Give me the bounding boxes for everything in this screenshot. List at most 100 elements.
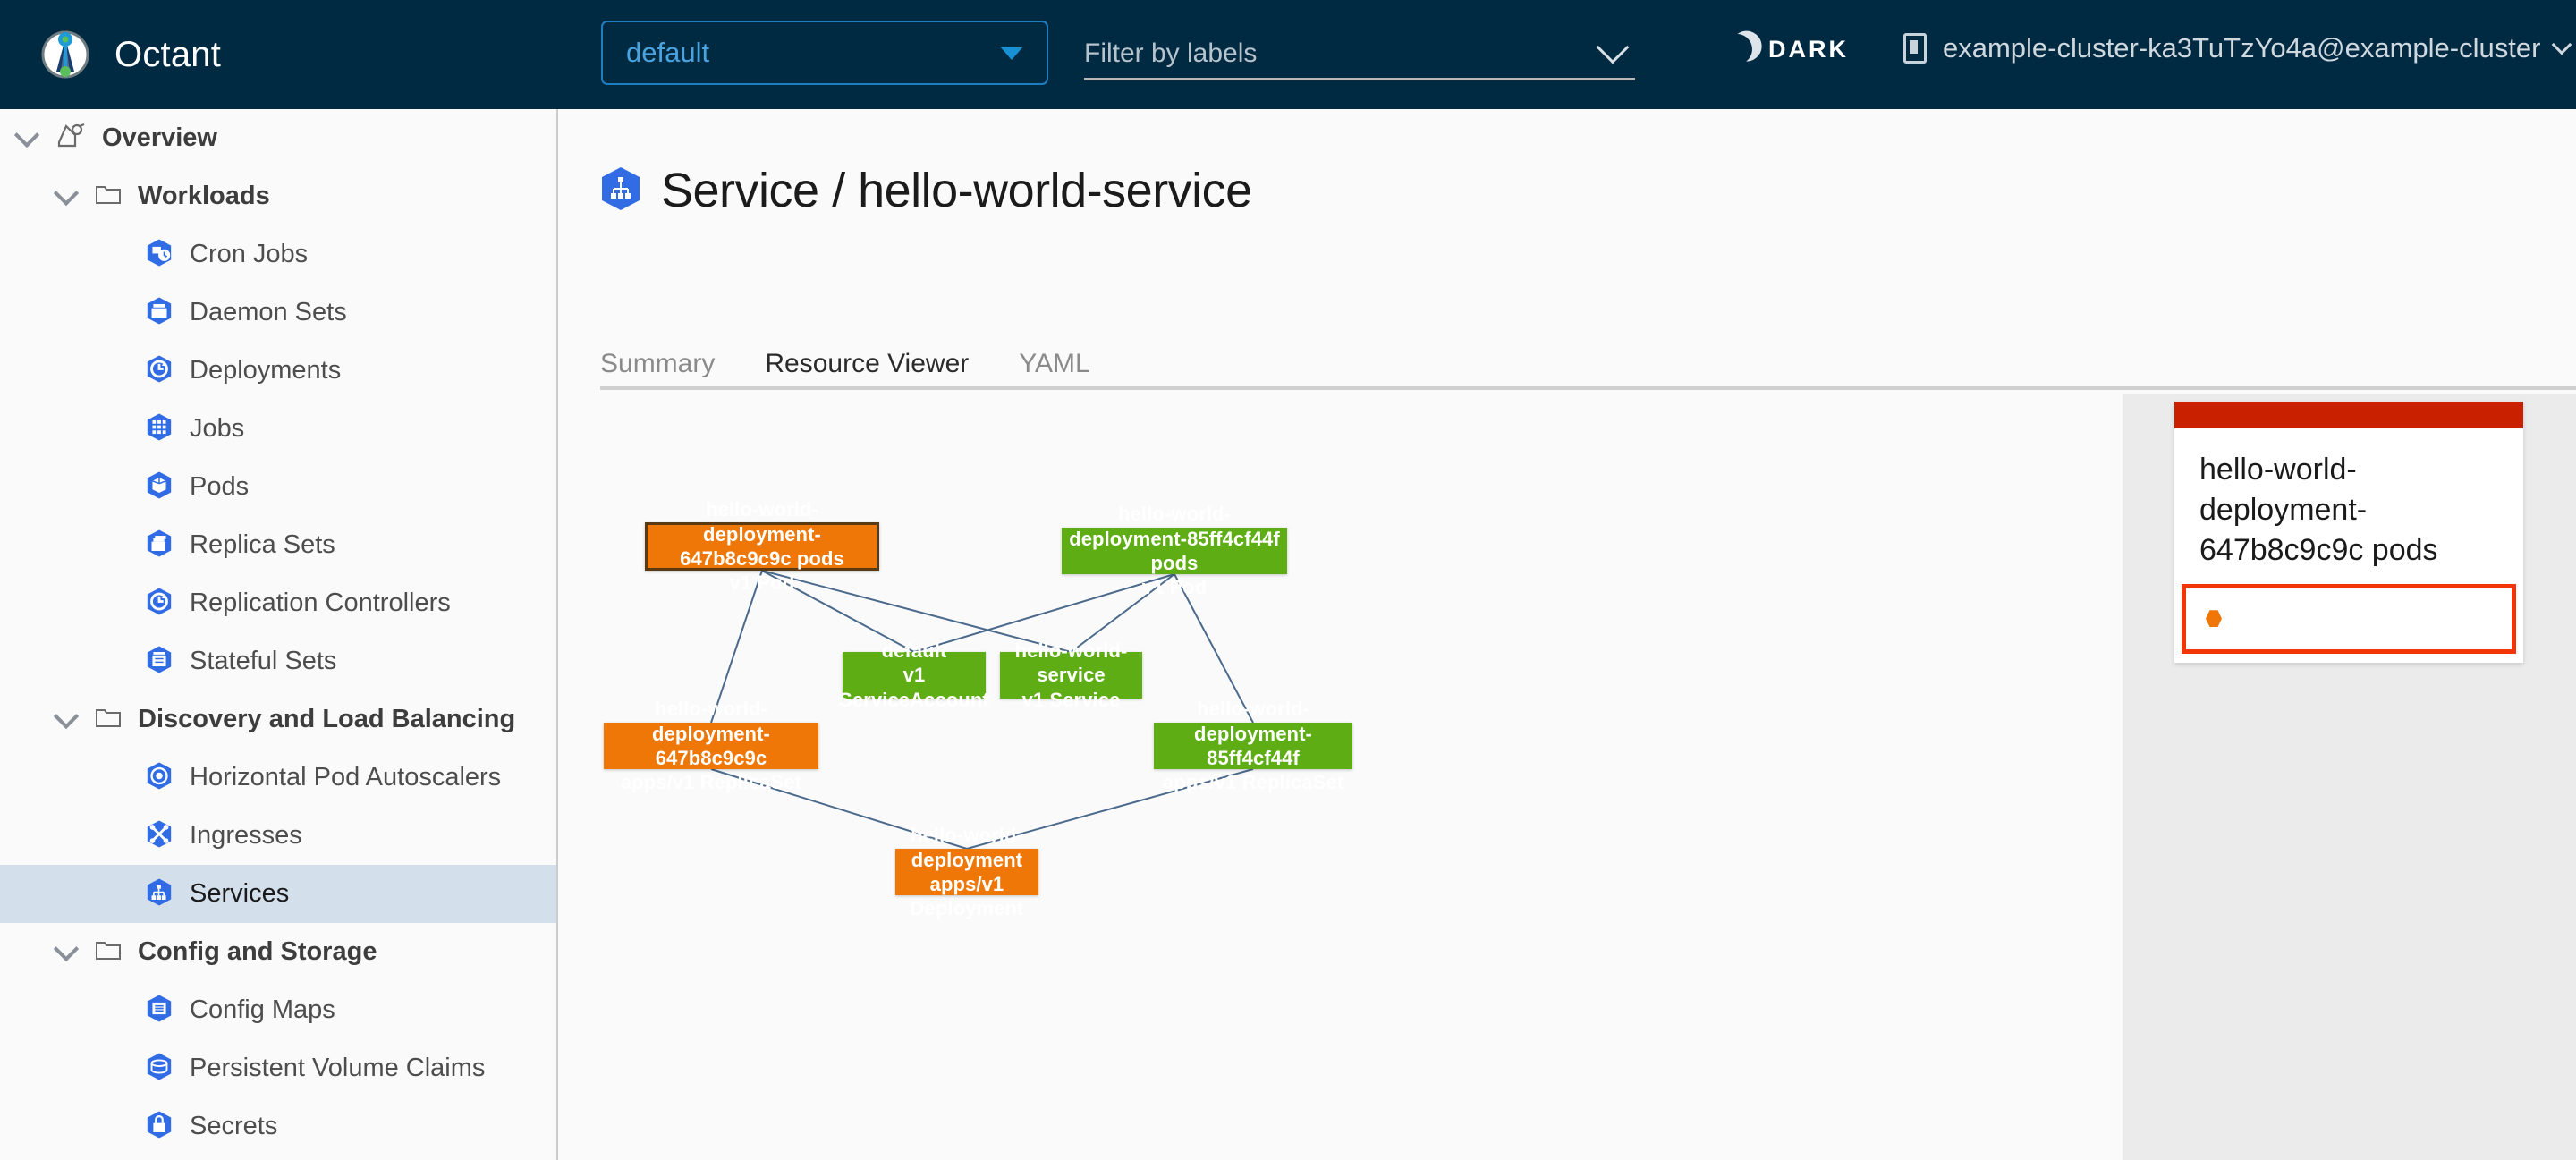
graph-node-kind: apps/v1 ReplicaSet: [1162, 771, 1344, 794]
pod-status-hex-icon[interactable]: [2206, 610, 2222, 628]
cluster-label: example-cluster-ka3TuTzYo4a@example-clus…: [1943, 32, 2541, 64]
sidebar-item-label: Config and Storage: [138, 937, 377, 966]
graph-edge: [761, 570, 1072, 653]
k8s-rc-icon: [145, 586, 174, 622]
graph-node-kind: v1 ServiceAccount: [839, 664, 989, 711]
graph-edge: [710, 570, 763, 724]
graph-edges: [710, 570, 1254, 850]
sidebar-item-label: Deployments: [190, 356, 342, 385]
sidebar-item-horizontal-pod-autoscalers[interactable]: Horizontal Pod Autoscalers: [0, 749, 556, 807]
graph-node-name: hello-world-deployment: [911, 824, 1023, 871]
k8s-pvc-icon: [145, 1051, 174, 1087]
chevron-down-icon[interactable]: [13, 122, 40, 148]
sidebar-item-label: Workloads: [138, 182, 270, 210]
k8s-service-icon: [145, 876, 174, 912]
k8s-daemonset-icon: [145, 295, 174, 331]
tab-bar: Summary Resource Viewer YAML: [600, 349, 2576, 399]
sidebar-item-stateful-sets[interactable]: Stateful Sets: [0, 632, 556, 690]
sidebar-item-cron-jobs[interactable]: Cron Jobs: [0, 225, 556, 284]
k8s-deployment-icon: [145, 353, 174, 389]
k8s-configmap-icon: [145, 993, 174, 1029]
sidebar-item-daemon-sets[interactable]: Daemon Sets: [0, 284, 556, 342]
graph-edge: [913, 573, 1175, 653]
detail-card[interactable]: hello-world-deployment-647b8c9c9c pods: [2174, 402, 2523, 663]
sidebar-item-label: Discovery and Load Balancing: [138, 705, 516, 733]
k8s-cronjob-icon: [145, 237, 174, 273]
chevron-down-icon: [1596, 30, 1630, 64]
theme-toggle-button[interactable]: DARK: [1722, 34, 1849, 64]
sidebar-item-config-and-storage[interactable]: Config and Storage: [0, 923, 556, 981]
chevron-down-icon[interactable]: [53, 936, 80, 961]
graph-edge: [761, 570, 915, 653]
cluster-icon: [1903, 33, 1927, 64]
sidebar-item-label: Daemon Sets: [190, 298, 347, 326]
sidebar-item-workloads[interactable]: Workloads: [0, 167, 556, 225]
sidebar-item-secrets[interactable]: Secrets: [0, 1097, 556, 1156]
graph-node-name: default: [881, 639, 947, 663]
tab-summary[interactable]: Summary: [600, 349, 716, 378]
sidebar-item-label: Secrets: [190, 1112, 278, 1140]
folder-icon: [95, 706, 122, 733]
cluster-selector[interactable]: example-cluster-ka3TuTzYo4a@example-clus…: [1903, 32, 2572, 64]
graph-node-kind: apps/v1 Deployment: [910, 873, 1024, 920]
sidebar-item-overview[interactable]: Overview: [0, 109, 556, 167]
graph-edge: [710, 768, 968, 850]
sidebar-item-replica-sets[interactable]: Replica Sets: [0, 516, 556, 574]
sidebar-item-label: Jobs: [190, 414, 245, 443]
sidebar-item-label: Persistent Volume Claims: [190, 1054, 486, 1082]
sidebar-item-services[interactable]: Services: [0, 865, 556, 923]
k8s-job-icon: [145, 411, 174, 447]
graph-node-name: hello-world-deployment-85ff4cf44f: [1194, 698, 1312, 769]
card-pod-list[interactable]: [2182, 583, 2516, 654]
folder-icon: [95, 182, 122, 210]
graph-node-name: hello-world-deployment-647b8c9c9c pods: [680, 498, 844, 570]
sidebar-item-pods[interactable]: Pods: [0, 458, 556, 516]
k8s-replicaset-icon: [145, 528, 174, 563]
sidebar-item-label: Pods: [190, 472, 250, 501]
detail-panel: hello-world-deployment-647b8c9c9c pods: [2123, 394, 2576, 1160]
card-status-bar: [2174, 402, 2523, 428]
tab-yaml[interactable]: YAML: [1019, 349, 1090, 378]
k8s-secret-icon: [145, 1109, 174, 1145]
sidebar-item-persistent-volume-claims[interactable]: Persistent Volume Claims: [0, 1039, 556, 1097]
page-title: Service / hello-world-service: [600, 163, 1252, 218]
folder-icon: [95, 938, 122, 966]
chevron-down-icon: [1000, 46, 1023, 60]
k8s-ingress-icon: [145, 818, 174, 854]
resource-graph-canvas[interactable]: hello-world-deployment-647b8c9c9c pods v1…: [600, 394, 2576, 1160]
octant-logo-icon: [38, 27, 93, 82]
sidebar-item-label: Replica Sets: [190, 530, 335, 559]
sidebar-item-label: Replication Controllers: [190, 588, 451, 617]
sidebar-item-jobs[interactable]: Jobs: [0, 400, 556, 458]
graph-edge: [1174, 573, 1254, 724]
label-filter-input[interactable]: Filter by labels: [1084, 29, 1635, 80]
k8s-service-icon: [600, 166, 641, 216]
moon-icon: [1716, 29, 1758, 70]
sidebar-item-ingresses[interactable]: Ingresses: [0, 807, 556, 865]
sidebar-item-label: Config Maps: [190, 995, 335, 1024]
graph-node-kind: v1 Pod: [1141, 576, 1208, 599]
sidebar-item-label: Cron Jobs: [190, 240, 309, 268]
sidebar-item-discovery-and-load-balancing[interactable]: Discovery and Load Balancing: [0, 690, 556, 749]
tab-resource-viewer[interactable]: Resource Viewer: [765, 349, 969, 399]
sidebar-item-replication-controllers[interactable]: Replication Controllers: [0, 574, 556, 632]
sidebar-item-config-maps[interactable]: Config Maps: [0, 981, 556, 1039]
chevron-down-icon[interactable]: [53, 703, 80, 729]
chevron-down-icon[interactable]: [53, 180, 80, 206]
sidebar-item-deployments[interactable]: Deployments: [0, 342, 556, 400]
namespace-value: default: [626, 37, 710, 68]
k8s-pod-icon: [145, 470, 174, 505]
namespace-selector[interactable]: default: [601, 21, 1048, 85]
brand[interactable]: Octant: [0, 27, 558, 82]
card-title: hello-world-deployment-647b8c9c9c pods: [2199, 453, 2438, 568]
graph-edge: [966, 768, 1254, 850]
sidebar-item-label: Overview: [102, 123, 217, 152]
